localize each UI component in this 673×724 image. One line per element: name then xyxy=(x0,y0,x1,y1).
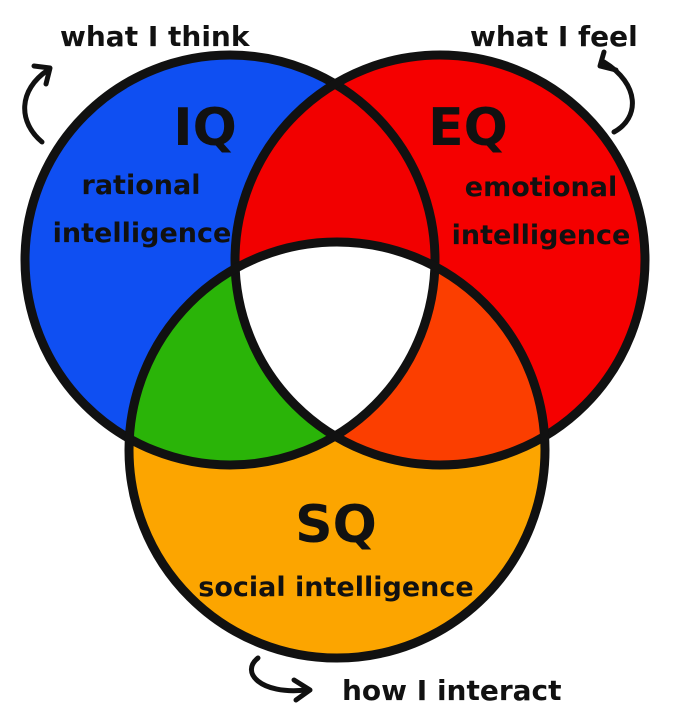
sq-abbr: SQ xyxy=(295,495,377,555)
sq-curved-arrow-icon xyxy=(249,655,313,703)
iq-line2: intelligence xyxy=(53,218,232,249)
sq-annotation: how I interact xyxy=(342,674,562,707)
eq-abbr: EQ xyxy=(428,98,508,158)
sq-line1: social intelligence xyxy=(198,572,473,603)
eq-curved-arrow-icon xyxy=(597,49,635,135)
eq-annotation: what I feel xyxy=(470,20,638,53)
circle-outlines xyxy=(20,50,650,663)
sq-outline xyxy=(124,237,550,663)
iq-curved-arrow-icon xyxy=(22,63,53,145)
iq-annotation: what I think xyxy=(60,20,251,53)
iq-line1: rational xyxy=(82,170,201,201)
eq-outline xyxy=(230,50,650,470)
iq-abbr: IQ xyxy=(173,98,237,158)
eq-line2: intelligence xyxy=(452,220,631,251)
iq-outline xyxy=(20,50,440,470)
eq-line1: emotional xyxy=(465,172,617,203)
